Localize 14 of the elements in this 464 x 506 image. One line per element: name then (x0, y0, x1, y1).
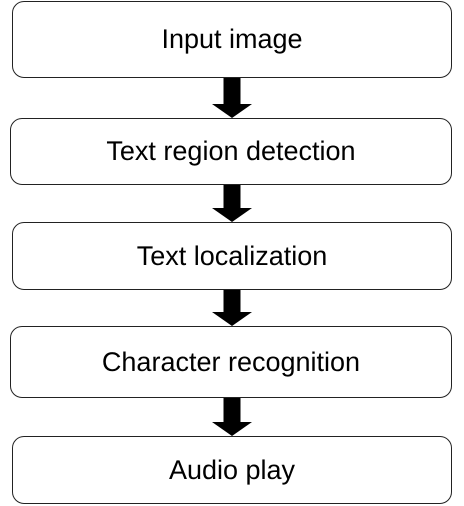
process-box (12, 222, 452, 290)
process-box (10, 326, 452, 398)
arrow (212, 185, 252, 222)
arrow (212, 290, 252, 326)
process-box (12, 436, 452, 504)
process-box (12, 1, 452, 78)
process-box (10, 118, 452, 185)
arrow (212, 78, 252, 118)
box-label: Input image (161, 24, 303, 55)
arrow (212, 398, 252, 436)
box-label: Text region detection (106, 136, 356, 167)
box-label: Text localization (136, 240, 328, 272)
box-label: Character recognition (102, 346, 360, 378)
box-label: Audio play (168, 454, 296, 486)
